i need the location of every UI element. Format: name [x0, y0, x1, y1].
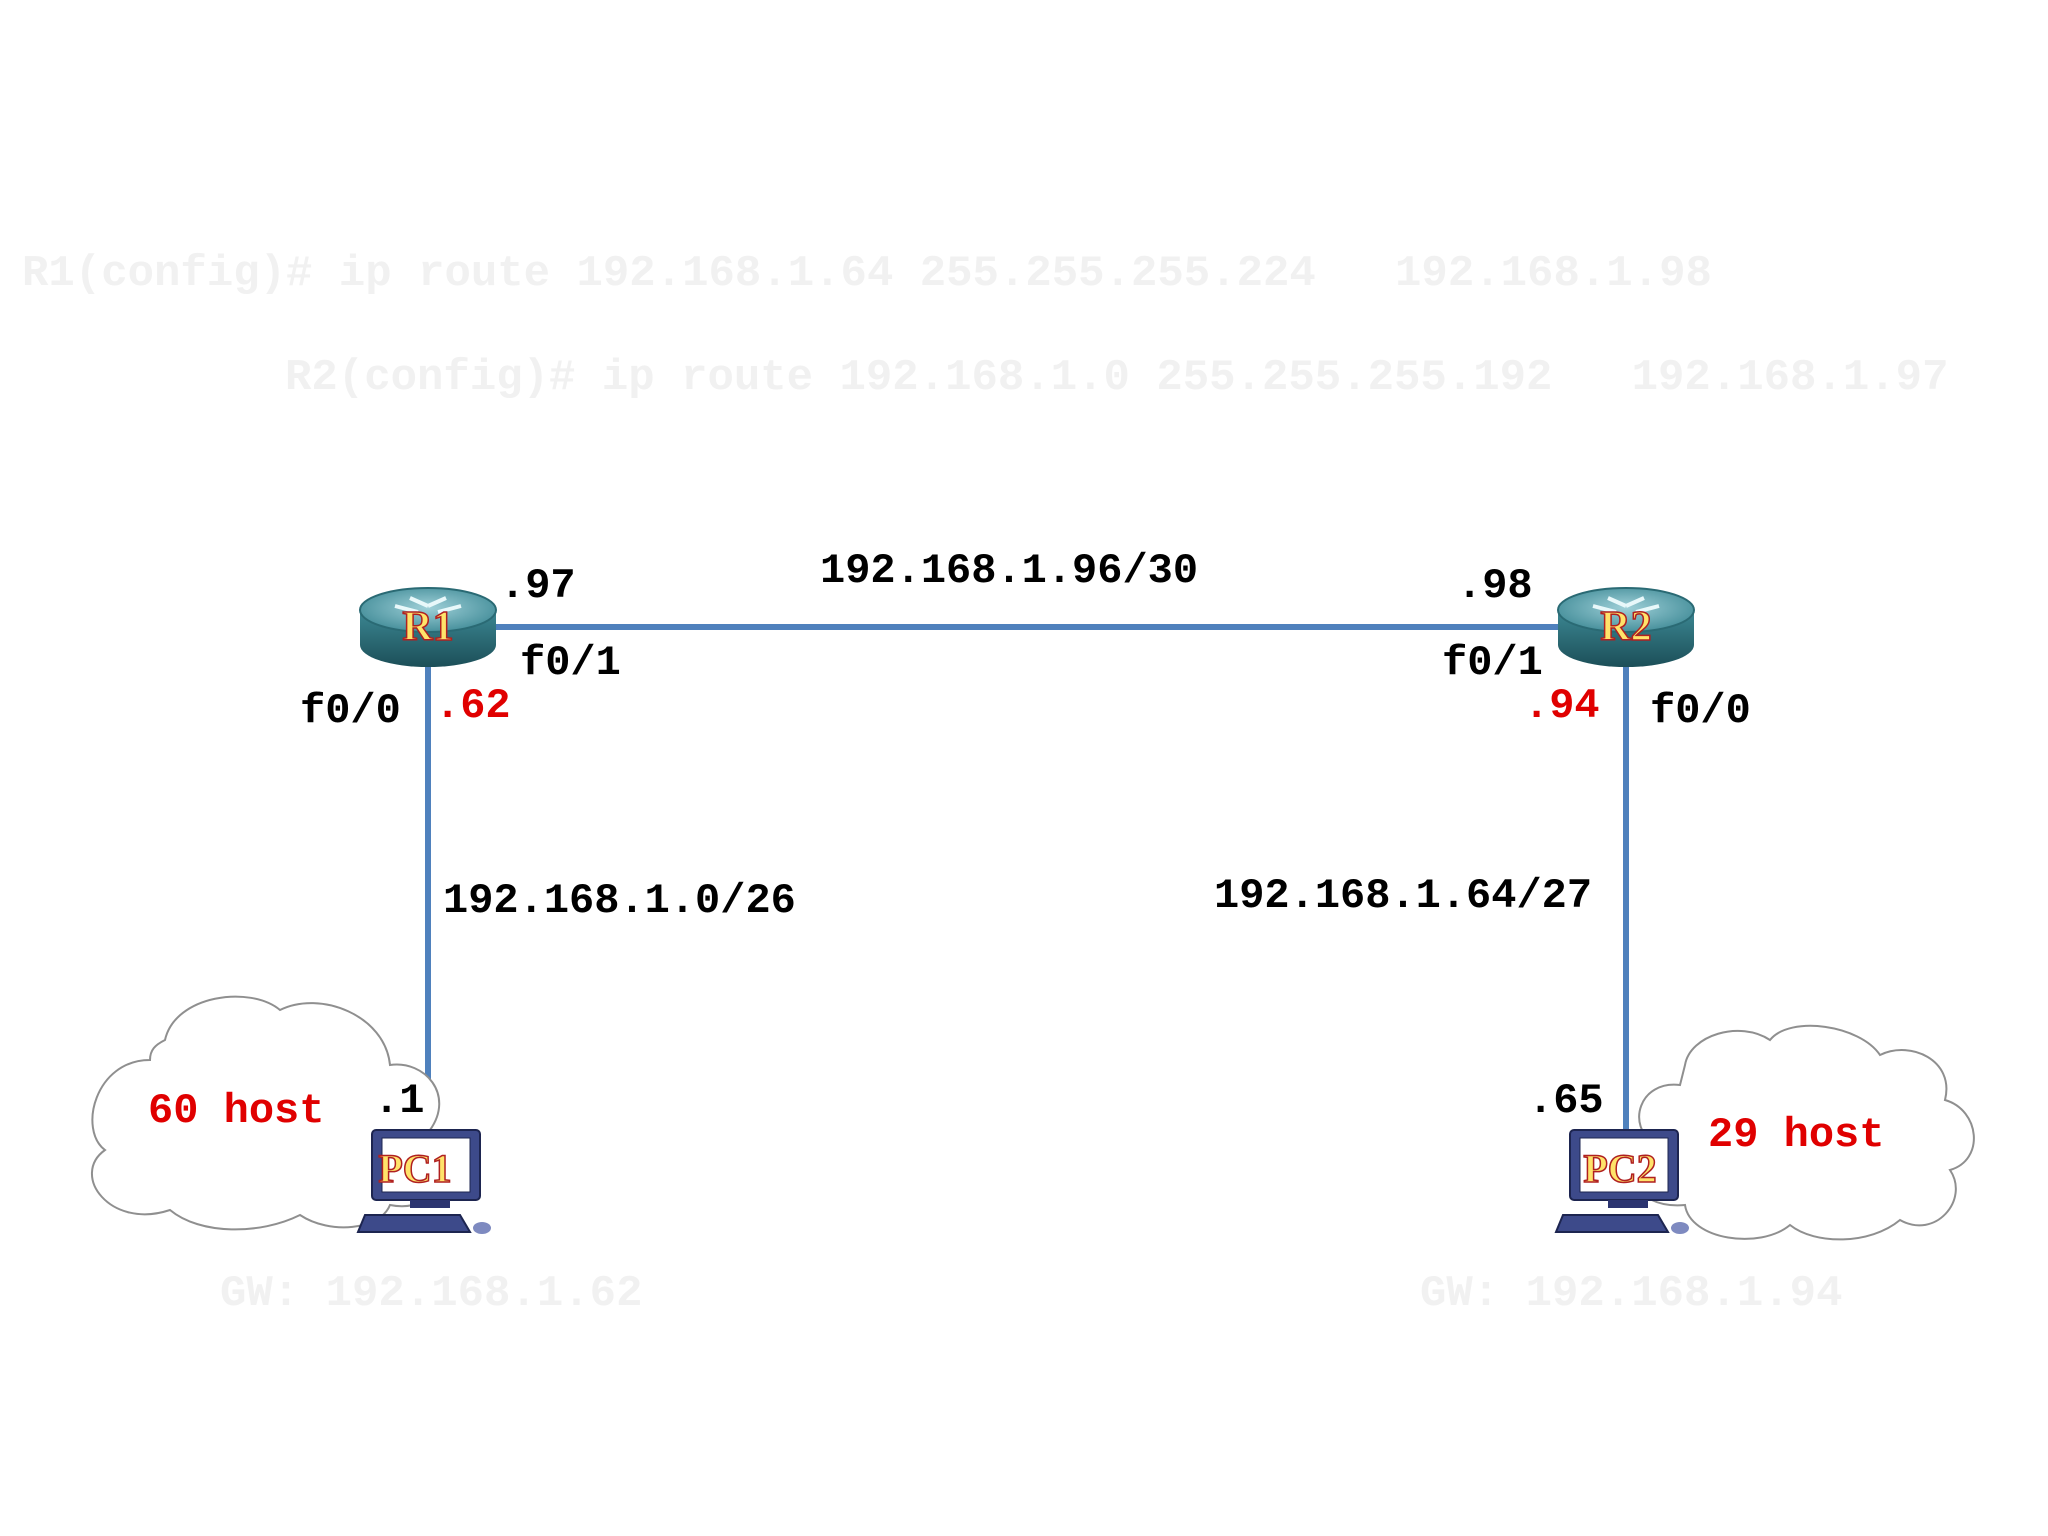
r2-f00-interface: f0/0: [1650, 687, 1751, 735]
pc1-icon: [356, 1129, 491, 1234]
r2-lan-address: .94: [1524, 682, 1600, 730]
pc1-address: .1: [374, 1077, 425, 1125]
pc2-icon: [1554, 1129, 1689, 1234]
router-r2-icon: [1557, 587, 1695, 667]
pc2-gateway: GW: 192.168.1.94: [1420, 1269, 1843, 1319]
pc2-label: PC2: [1583, 1146, 1656, 1191]
r2-label: R2: [1600, 604, 1651, 650]
lan1-network-label: 192.168.1.0/26: [443, 877, 796, 925]
r1-f00-interface: f0/0: [300, 687, 401, 735]
r1-route-command: R1(config)# ip route 192.168.1.64 255.25…: [22, 249, 1712, 299]
pc2-address: .65: [1528, 1077, 1604, 1125]
wan-network-label: 192.168.1.96/30: [820, 547, 1199, 595]
r2-f01-interface: f0/1: [1442, 639, 1543, 687]
pc1-gateway: GW: 192.168.1.62: [220, 1269, 643, 1319]
r1-wan-address: .97: [500, 562, 576, 610]
lan2-network-label: 192.168.1.64/27: [1214, 872, 1593, 920]
r1-f01-interface: f0/1: [520, 639, 621, 687]
r1-lan-address: .62: [435, 682, 511, 730]
router-r1-icon: [359, 587, 497, 667]
r2-wan-address: .98: [1457, 562, 1533, 610]
r2-route-command: R2(config)# ip route 192.168.1.0 255.255…: [285, 353, 1949, 403]
left-host-count: 60 host: [148, 1087, 325, 1135]
pc1-label: PC1: [378, 1146, 451, 1191]
right-host-count: 29 host: [1708, 1111, 1885, 1159]
r1-label: R1: [402, 604, 453, 650]
